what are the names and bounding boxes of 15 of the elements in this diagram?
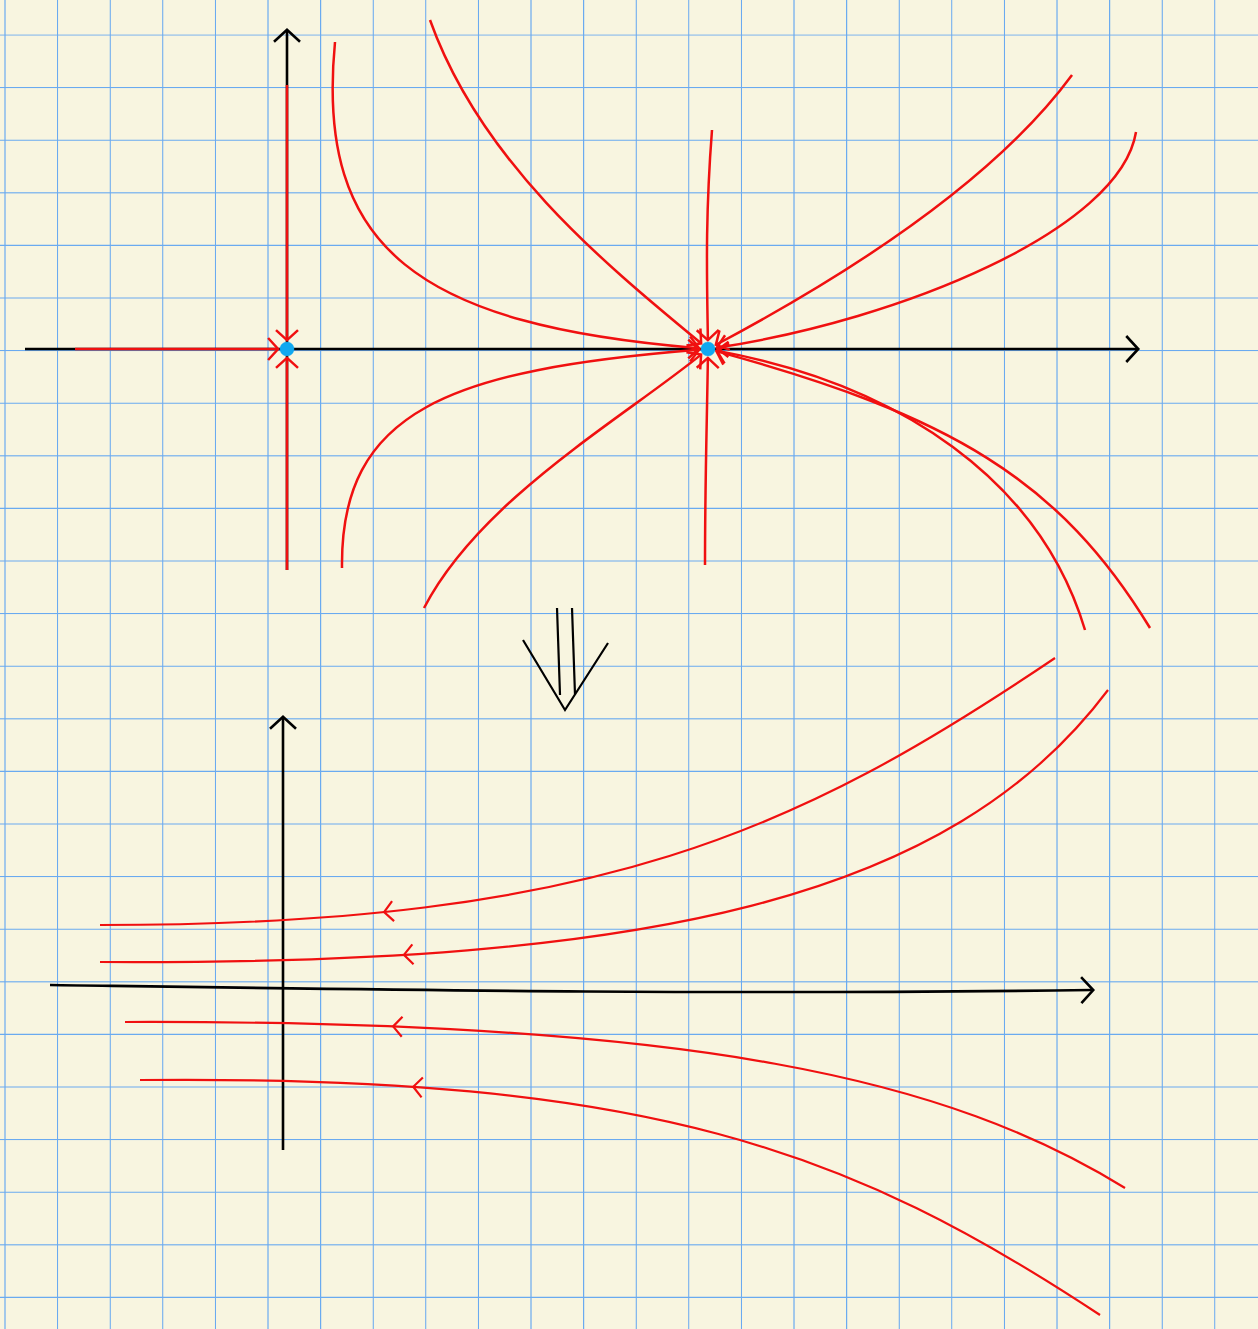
trajectory-arrow <box>275 85 299 342</box>
trajectory-arrow <box>714 74 1073 351</box>
trajectory-arrow <box>331 41 701 360</box>
trajectory-arrow <box>715 131 1138 359</box>
trajectory-arrow <box>715 340 1087 631</box>
trajectory-arrow <box>695 129 720 342</box>
trajectory-arrow <box>428 19 703 347</box>
trajectory-arrow <box>75 337 280 361</box>
trajectory-arrow <box>340 338 701 569</box>
equilibrium-dot <box>700 341 716 357</box>
trajectory-arrow <box>422 351 703 609</box>
trajectory-arrow <box>714 342 1152 629</box>
trajectory-arrow <box>275 356 299 570</box>
trajectory-arrow <box>695 356 720 565</box>
equilibrium-dot <box>279 341 295 357</box>
